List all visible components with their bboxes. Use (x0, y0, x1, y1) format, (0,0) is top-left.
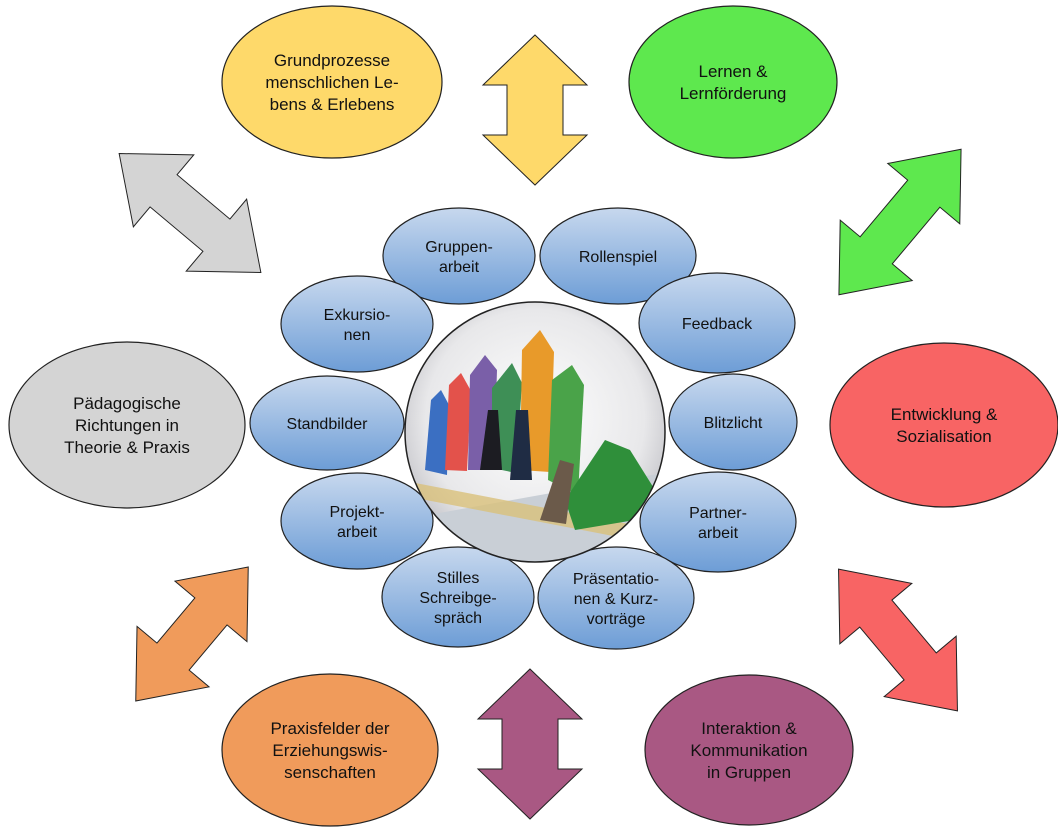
method-feedback-shape (638, 272, 796, 374)
arrows-layer (118, 34, 962, 820)
method-partnerarbeit-shape (639, 471, 797, 573)
method-rollenspiel: Rollenspiel (539, 207, 697, 305)
method-stilles-schreibgespraech-shape (381, 546, 535, 648)
method-projektarbeit-shape (280, 472, 434, 570)
topic-paedagogische-label-line: Pädagogische (73, 394, 181, 413)
method-standbilder-shape (249, 375, 405, 471)
method-exkursionen-shape (280, 275, 434, 373)
method-stilles-schreibgespraech-label-line: Schreibge- (419, 590, 496, 607)
topic-paedagogische-shape (8, 341, 246, 509)
topic-interaktion-label-line: in Gruppen (707, 763, 791, 782)
methods-layer: Gruppen-arbeit RollenspielFeedbackBlitzli… (249, 207, 798, 650)
outer-topics-layer: Grundprozesse menschlichen Le-bens & Erle… (8, 5, 1058, 827)
topic-lernen-label-line: Lernen & (699, 62, 769, 81)
method-praesentationen-shape (537, 546, 695, 650)
topic-praxisfelder-shape (221, 673, 439, 827)
method-praesentationen-label-line: nen & Kurz- (574, 591, 658, 608)
topic-entwicklung: Entwicklung & Sozialisation (829, 342, 1058, 508)
topic-praxisfelder-label-line: Erziehungswis- (272, 741, 387, 760)
topic-paedagogische-label-line: Richtungen in (75, 416, 179, 435)
topic-entwicklung-label-line: Entwicklung & (891, 405, 998, 424)
topic-grundprozesse-label-line: menschlichen Le- (265, 73, 398, 92)
method-praesentationen: Präsentatio-nen & Kurz-vorträge (537, 546, 695, 650)
yellow-double-arrow (481, 34, 589, 186)
topic-praxisfelder-label-line: senschaften (284, 763, 376, 782)
method-gruppenarbeit-shape (382, 207, 536, 305)
method-gruppenarbeit-label-line: arbeit (439, 259, 480, 276)
topic-interaktion-label-line: Kommunikation (690, 741, 807, 760)
method-exkursionen-label-line: nen (344, 327, 371, 344)
topic-grundprozesse: Grundprozesse menschlichen Le-bens & Erle… (221, 5, 443, 159)
topic-lernen-shape (628, 5, 838, 159)
topic-interaktion-label-line: Interaktion & (701, 719, 797, 738)
method-standbilder: Standbilder (249, 375, 405, 471)
method-rollenspiel-shape (539, 207, 697, 305)
method-blitzlicht-label-line: Blitzlicht (704, 415, 763, 432)
orange-double-arrow (135, 566, 249, 702)
purple-double-arrow (476, 668, 584, 820)
topic-lernen-label-line: Lernförderung (680, 84, 787, 103)
center-photo (404, 301, 666, 563)
method-partnerarbeit-label-line: arbeit (698, 525, 739, 542)
method-gruppenarbeit: Gruppen-arbeit (382, 207, 536, 305)
red-double-arrow (838, 568, 958, 712)
method-partnerarbeit: Partner-arbeit (639, 471, 797, 573)
method-projektarbeit: Projekt-arbeit (280, 472, 434, 570)
method-standbilder-label-line: Standbilder (287, 416, 369, 433)
topic-grundprozesse-label-line: bens & Erlebens (270, 95, 395, 114)
topic-entwicklung-label-line: Sozialisation (896, 427, 991, 446)
method-projektarbeit-label-line: Projekt- (329, 504, 384, 521)
method-praesentationen-label-line: vorträge (587, 611, 646, 628)
method-praesentationen-label-line: Präsentatio- (573, 571, 659, 588)
method-rollenspiel-label-line: Rollenspiel (579, 249, 657, 266)
method-feedback-label-line: Feedback (682, 316, 753, 333)
topic-paedagogische-label-line: Theorie & Praxis (64, 438, 190, 457)
method-partnerarbeit-label-line: Partner- (689, 505, 747, 522)
method-stilles-schreibgespraech-label-line: spräch (434, 610, 482, 627)
green-double-arrow (838, 148, 962, 296)
topic-interaktion-shape (644, 674, 854, 826)
topic-praxisfelder: Praxisfelder derErziehungswis-senschafte… (221, 673, 439, 827)
topic-praxisfelder-label-line: Praxisfelder der (270, 719, 389, 738)
method-gruppenarbeit-label-line: Gruppen- (425, 239, 493, 256)
topic-grundprozesse-shape (221, 5, 443, 159)
gray-double-arrow (118, 153, 262, 273)
topic-lernen: Lernen & Lernförderung (628, 5, 838, 159)
topic-interaktion: Interaktion & Kommunikation in Gruppen (644, 674, 854, 826)
method-exkursionen: Exkursio-nen (280, 275, 434, 373)
topic-grundprozesse-label-line: Grundprozesse (274, 51, 390, 70)
method-projektarbeit-label-line: arbeit (337, 524, 378, 541)
method-exkursionen-label-line: Exkursio- (324, 307, 391, 324)
method-feedback: Feedback (638, 272, 796, 374)
method-blitzlicht-shape (668, 373, 798, 471)
method-blitzlicht: Blitzlicht (668, 373, 798, 471)
topic-entwicklung-shape (829, 342, 1058, 508)
method-stilles-schreibgespraech-label-line: Stilles (437, 570, 480, 587)
